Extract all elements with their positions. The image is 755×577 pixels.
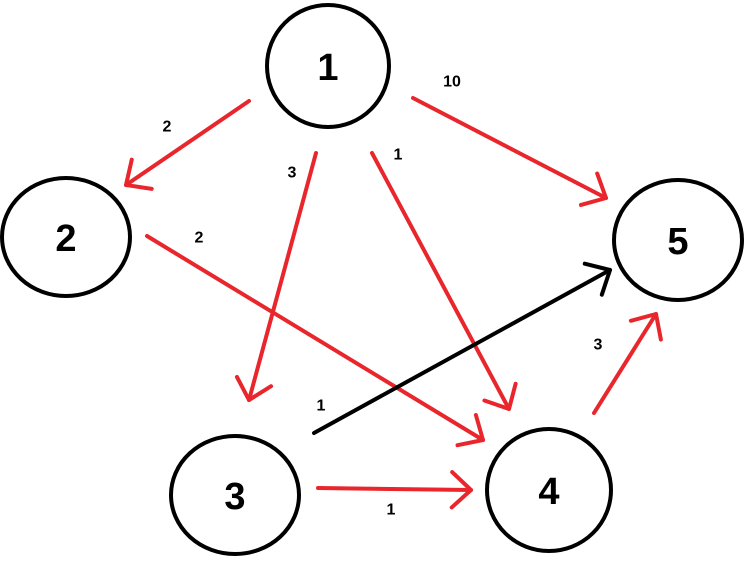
node-circle bbox=[0, 176, 132, 298]
edge-line bbox=[145, 234, 485, 442]
edge-line bbox=[312, 268, 612, 435]
edge-weight-label: 1 bbox=[317, 398, 326, 415]
edge-1-to-4: 1 bbox=[370, 147, 518, 411]
edge-line bbox=[247, 151, 318, 402]
edge-weight-label: 3 bbox=[594, 337, 603, 354]
nodes-layer: 1 2 3 4 5 bbox=[0, 3, 744, 556]
edges-layer: 2 3 1 10 2 1 1 3 bbox=[124, 74, 663, 519]
node-2: 2 bbox=[0, 176, 132, 298]
edge-4-to-5: 3 bbox=[592, 312, 663, 415]
node-circle bbox=[265, 3, 391, 129]
edge-3-to-4: 1 bbox=[316, 470, 473, 519]
edge-line bbox=[124, 99, 251, 187]
arrowhead bbox=[124, 157, 154, 191]
node-circle bbox=[485, 427, 613, 553]
edge-line bbox=[592, 312, 658, 415]
node-label: 2 bbox=[55, 218, 76, 260]
arrowhead bbox=[449, 470, 473, 510]
edge-3-to-5: 1 bbox=[312, 261, 612, 435]
node-label: 4 bbox=[538, 471, 559, 513]
edge-line bbox=[316, 486, 473, 492]
arrowhead bbox=[482, 381, 518, 411]
edge-1-to-3: 3 bbox=[234, 151, 318, 402]
node-label: 5 bbox=[667, 221, 688, 263]
edge-weight-label: 10 bbox=[443, 74, 461, 91]
node-1: 1 bbox=[265, 3, 391, 129]
node-label: 1 bbox=[317, 47, 338, 89]
node-label: 3 bbox=[224, 476, 245, 518]
edge-weight-label: 2 bbox=[163, 119, 172, 136]
node-4: 4 bbox=[485, 427, 613, 553]
edge-weight-label: 3 bbox=[288, 165, 297, 182]
node-circle bbox=[612, 178, 744, 302]
arrowhead bbox=[455, 412, 485, 448]
arrowhead bbox=[582, 261, 612, 297]
edge-line bbox=[411, 96, 608, 200]
node-3: 3 bbox=[169, 434, 301, 556]
edge-1-to-5: 10 bbox=[411, 74, 608, 207]
arrowhead bbox=[234, 374, 274, 402]
node-5: 5 bbox=[612, 178, 744, 302]
edge-weight-label: 2 bbox=[195, 230, 204, 247]
arrowhead bbox=[628, 312, 663, 342]
edge-1-to-2: 2 bbox=[124, 99, 251, 191]
node-circle bbox=[169, 434, 301, 556]
edge-line bbox=[370, 151, 511, 411]
edge-weight-label: 1 bbox=[387, 502, 396, 519]
arrowhead bbox=[578, 171, 608, 207]
edge-weight-label: 1 bbox=[394, 147, 403, 164]
edge-2-to-4: 2 bbox=[145, 230, 485, 448]
